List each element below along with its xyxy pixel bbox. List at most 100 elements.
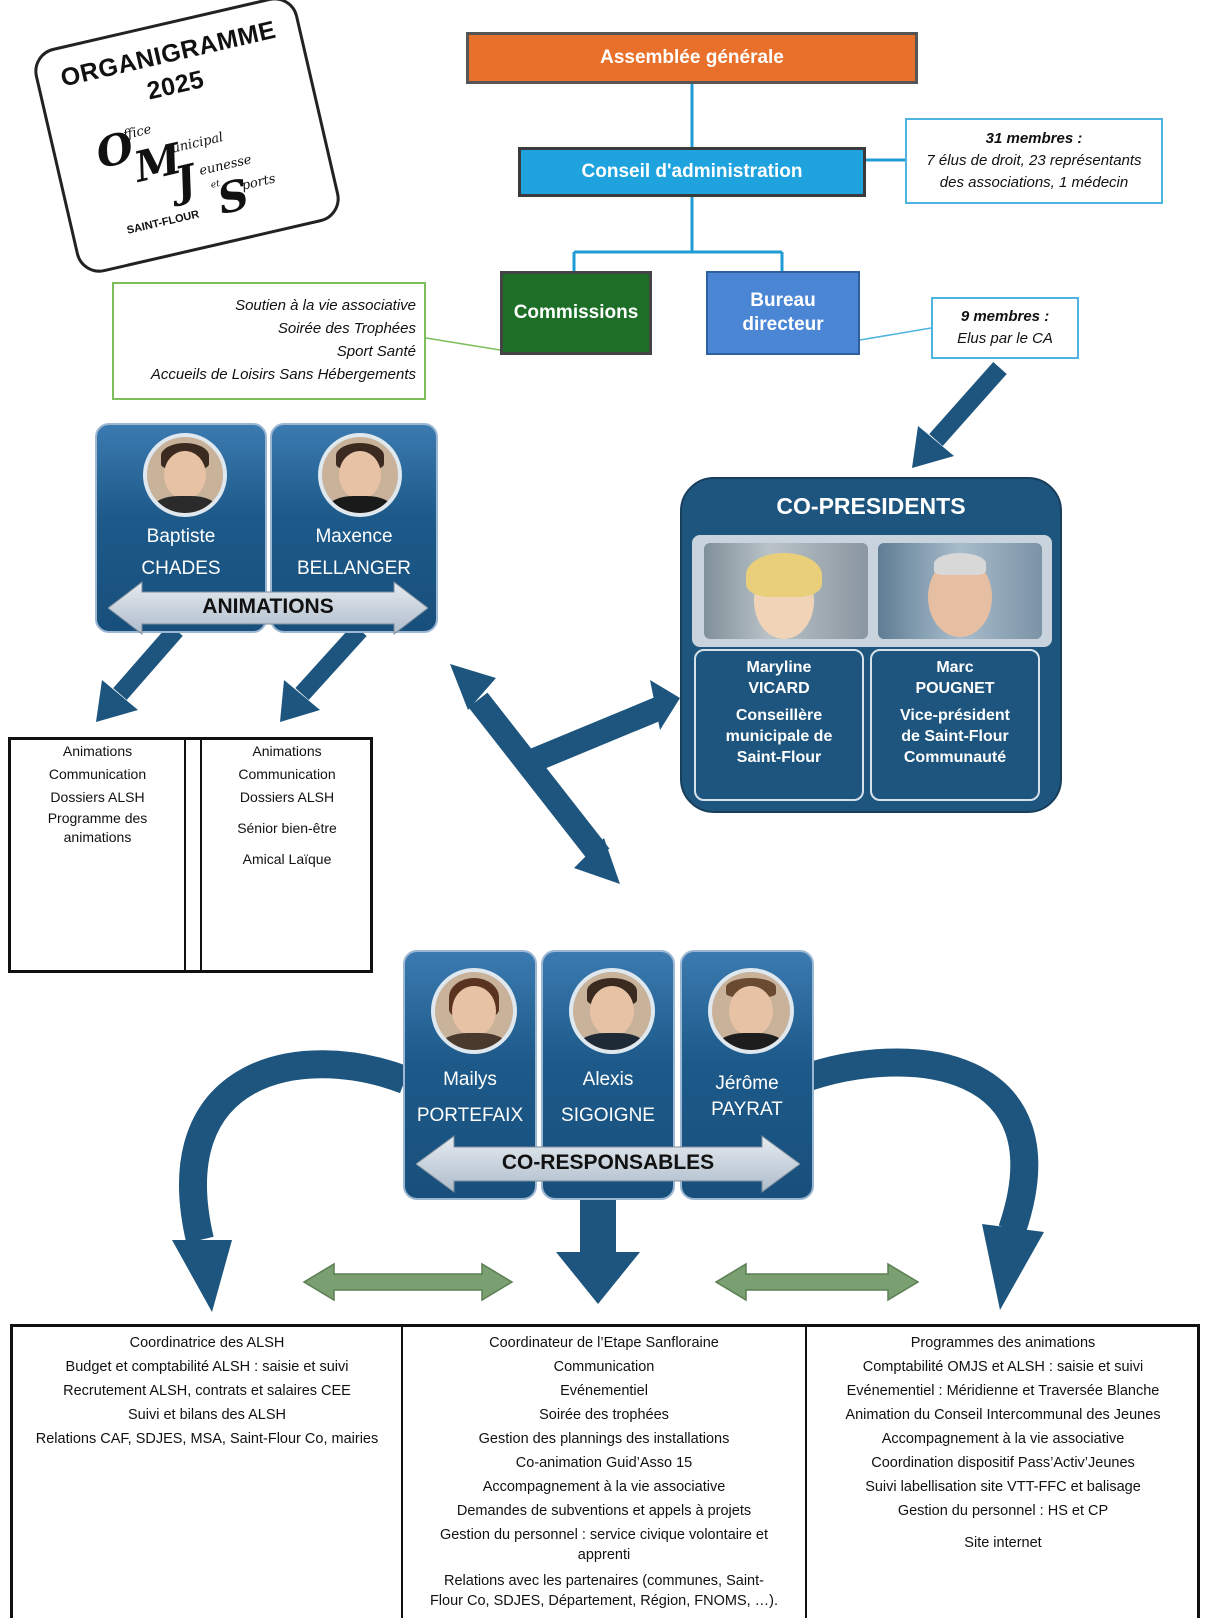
logo-city: SAINT-FLOUR <box>125 208 201 237</box>
column-divider <box>401 1327 403 1618</box>
commissions-list-note: Soutien à la vie associative Soirée des … <box>112 282 426 400</box>
task-item: Sénior bien-être <box>237 820 337 836</box>
task-item: Suivi et bilans des ALSH <box>128 1407 286 1423</box>
green-double-arrow-right <box>714 1262 920 1302</box>
task-item: Gestion du personnel : service civique v… <box>439 1527 769 1543</box>
photo-maryline <box>704 543 868 639</box>
tasks-jerome: Programmes des animations Comptabilité O… <box>807 1331 1199 1555</box>
avatar <box>431 968 517 1054</box>
conseil-administration-label: Conseil d'administration <box>581 161 803 182</box>
person-last-name: SIGOIGNE <box>561 1105 655 1126</box>
person-last-name: PAYRAT <box>711 1099 783 1120</box>
coresponsables-banner-arrow <box>416 1135 800 1193</box>
tasks-alexis: Coordinateur de l’Etape Sanfloraine Comm… <box>403 1331 805 1611</box>
ca-members-line2: des associations, 1 médecin <box>939 174 1129 191</box>
bureau-label-line2: directeur <box>742 314 824 335</box>
omjs-logo: O ffice M unicipal J eunesse et S ports … <box>92 88 306 257</box>
task-item: Evénementiel <box>560 1383 648 1399</box>
commission-item: Sport Santé <box>336 343 416 360</box>
person-first-name: Maxence <box>315 526 393 547</box>
task-item: Demandes de subventions et appels à proj… <box>456 1503 752 1519</box>
president-role: Vice-président <box>900 707 1010 724</box>
task-item: Animation du Conseil Intercommunal des J… <box>845 1407 1161 1423</box>
curved-arrow-left-head <box>172 1240 232 1312</box>
commission-item: Accueils de Loisirs Sans Hébergements <box>150 366 416 383</box>
copresident-card-1: Maryline VICARD Conseillère municipale d… <box>694 649 864 801</box>
curved-arrow-left <box>179 1050 410 1244</box>
task-item: Soirée des trophées <box>539 1407 669 1423</box>
person-first-name: Jérôme <box>715 1073 779 1094</box>
task-item: Dossiers ALSH <box>239 789 335 805</box>
assemblee-generale-box: Assemblée générale <box>466 32 918 84</box>
connector-comm-note <box>425 337 501 351</box>
person-last-name: PORTEFAIX <box>416 1105 524 1126</box>
bureau-members-note: 9 membres : Elus par le CA <box>931 297 1079 359</box>
avatar <box>569 968 655 1054</box>
person-first-name: Alexis <box>582 1069 634 1090</box>
coresponsables-banner-label: CO-RESPONSABLES <box>501 1151 715 1174</box>
commissions-label: Commissions <box>513 302 639 323</box>
task-item: Animations <box>252 743 322 759</box>
task-item: Dossiers ALSH <box>50 789 145 805</box>
person-last-name: BELLANGER <box>296 558 412 579</box>
tasks-maxence: Animations Communication Dossiers ALSH S… <box>202 740 372 970</box>
bureau-directeur-box: Bureau directeur <box>706 271 860 355</box>
conseil-administration-box: Conseil d'administration <box>518 147 866 197</box>
person-first-name: Baptiste <box>146 526 216 547</box>
assemblee-generale-label: Assemblée générale <box>600 47 784 68</box>
bureau-members-line1: Elus par le CA <box>957 330 1053 347</box>
president-role: Saint-Flour <box>736 749 822 766</box>
ca-members-note: 31 membres : 7 élus de droit, 23 représe… <box>905 118 1163 204</box>
column-divider <box>200 740 202 970</box>
president-role: municipale de <box>725 728 833 745</box>
task-item: Communication <box>553 1359 655 1375</box>
avatar <box>318 433 402 517</box>
column-divider <box>184 740 186 970</box>
copresidents-title: CO-PRESIDENTS <box>776 493 966 519</box>
copresidents-photos <box>692 535 1052 647</box>
photo-marc <box>878 543 1042 639</box>
task-item: Suivi labellisation site VTT-FFC et bali… <box>865 1479 1141 1495</box>
connector-bureau-note <box>859 327 932 341</box>
column-divider <box>805 1327 807 1618</box>
avatar <box>143 433 227 517</box>
task-item: Coordinateur de l’Etape Sanfloraine <box>489 1335 719 1351</box>
copresidents-panel: CO-PRESIDENTS Maryline VICARD Conseillèr… <box>680 477 1062 813</box>
task-item: Site internet <box>964 1535 1042 1551</box>
coresponsables-tasks-table: Coordinatrice des ALSH Budget et comptab… <box>10 1324 1200 1618</box>
task-item: Relations avec les partenaires (communes… <box>444 1573 764 1589</box>
president-role: de Saint-Flour <box>901 728 1009 745</box>
task-item: Accompagnement à la vie associative <box>482 1479 726 1495</box>
task-item: Communication <box>238 766 336 782</box>
task-item: Comptabilité OMJS et ALSH : saisie et su… <box>862 1359 1144 1375</box>
avatar <box>708 968 794 1054</box>
task-item: Recrutement ALSH, contrats et salaires C… <box>63 1383 351 1399</box>
task-item: Coordinatrice des ALSH <box>129 1335 285 1351</box>
task-item: Relations CAF, SDJES, MSA, Saint-Flour C… <box>35 1431 379 1447</box>
logo-word-sports: ports <box>240 171 278 194</box>
ca-members-title: 31 membres : <box>985 130 1083 147</box>
animations-banner-label: ANIMATIONS <box>202 595 334 618</box>
person-first-name: Mailys <box>443 1069 497 1090</box>
tasks-mailys: Coordinatrice des ALSH Budget et comptab… <box>13 1331 401 1451</box>
copresident-card-2: Marc POUGNET Vice-président de Saint-Flo… <box>870 649 1040 801</box>
commission-item: Soirée des Trophées <box>277 320 416 337</box>
bureau-label-line1: Bureau <box>750 290 816 311</box>
arrows-animations-down <box>96 623 367 722</box>
animations-tasks-box: Animations Communication Dossiers ALSH P… <box>8 737 373 973</box>
task-item: Evénementiel : Méridienne et Traversée B… <box>846 1383 1160 1399</box>
task-item: Budget et comptabilité ALSH : saisie et … <box>65 1359 349 1375</box>
bureau-members-title: 9 membres : <box>960 308 1050 325</box>
green-double-arrow-left <box>302 1262 514 1302</box>
commissions-box: Commissions <box>500 271 652 355</box>
task-item: Gestion des plannings des installations <box>478 1431 730 1447</box>
president-first-name: Marc <box>936 659 974 676</box>
task-item: Amical Laïque <box>242 851 332 867</box>
ca-members-line1: 7 élus de droit, 23 représentants <box>926 152 1142 169</box>
task-item: Programmes des animations <box>910 1335 1096 1351</box>
president-role: Communauté <box>903 749 1007 766</box>
curved-arrow-right <box>795 1048 1039 1235</box>
president-last-name: VICARD <box>748 680 810 697</box>
task-item: animations <box>63 829 132 845</box>
